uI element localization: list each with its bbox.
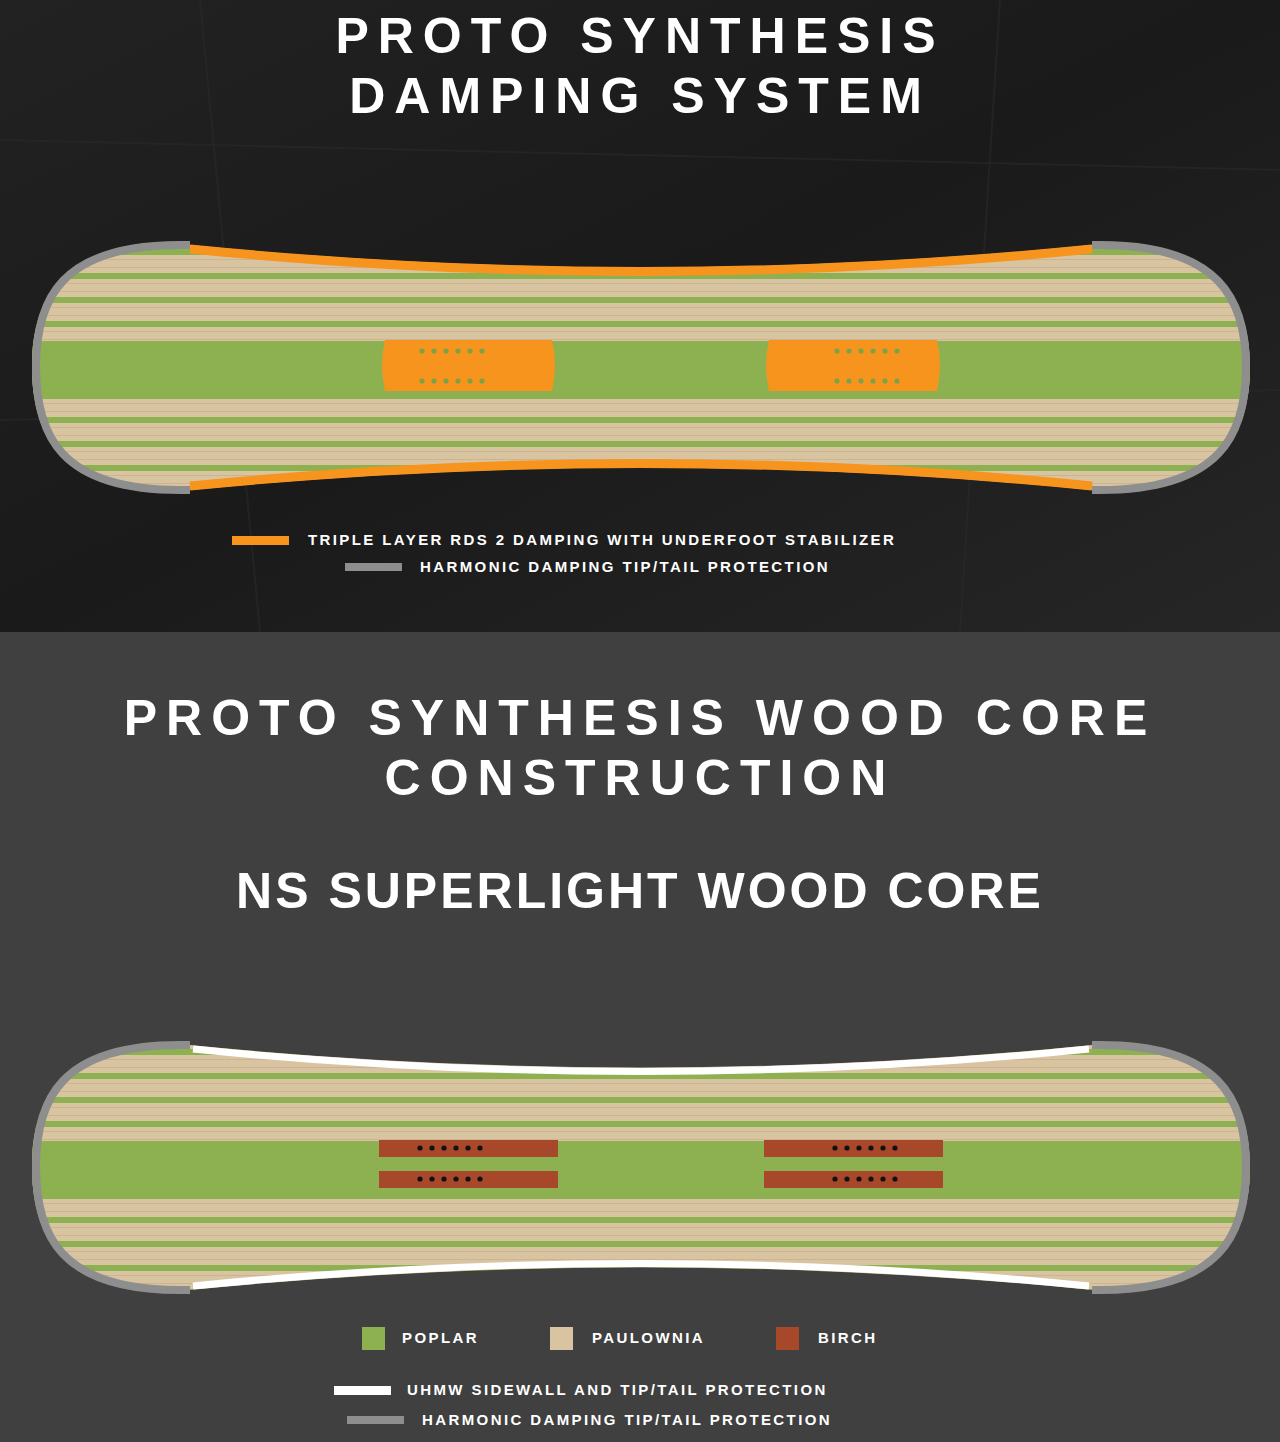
legend-text: BIRCH [818,1328,878,1348]
legend-swatch [776,1327,799,1350]
legend-text: UHMW SIDEWALL AND TIP/TAIL PROTECTION [407,1380,828,1400]
legend-text: HARMONIC DAMPING TIP/TAIL PROTECTION [420,557,830,577]
legend-swatch [347,1416,404,1424]
legend-swatch [345,563,402,571]
legend-swatch [550,1327,573,1350]
core-name: NS SUPERLIGHT WOOD CORE [40,863,1240,919]
legend-swatch [334,1386,391,1395]
legend-text: HARMONIC DAMPING TIP/TAIL PROTECTION [422,1410,832,1430]
legend-text: TRIPLE LAYER RDS 2 DAMPING WITH UNDERFOO… [308,530,896,550]
legend-swatch [232,536,289,545]
section-heading: PROTO SYNTHESIS WOOD CORE CONSTRUCTION [110,688,1170,808]
legend-text: PAULOWNIA [592,1328,705,1348]
legend-swatch [362,1327,385,1350]
legend-text: POPLAR [402,1328,479,1348]
title: PROTO SYNTHESIS DAMPING SYSTEM [250,6,1030,126]
